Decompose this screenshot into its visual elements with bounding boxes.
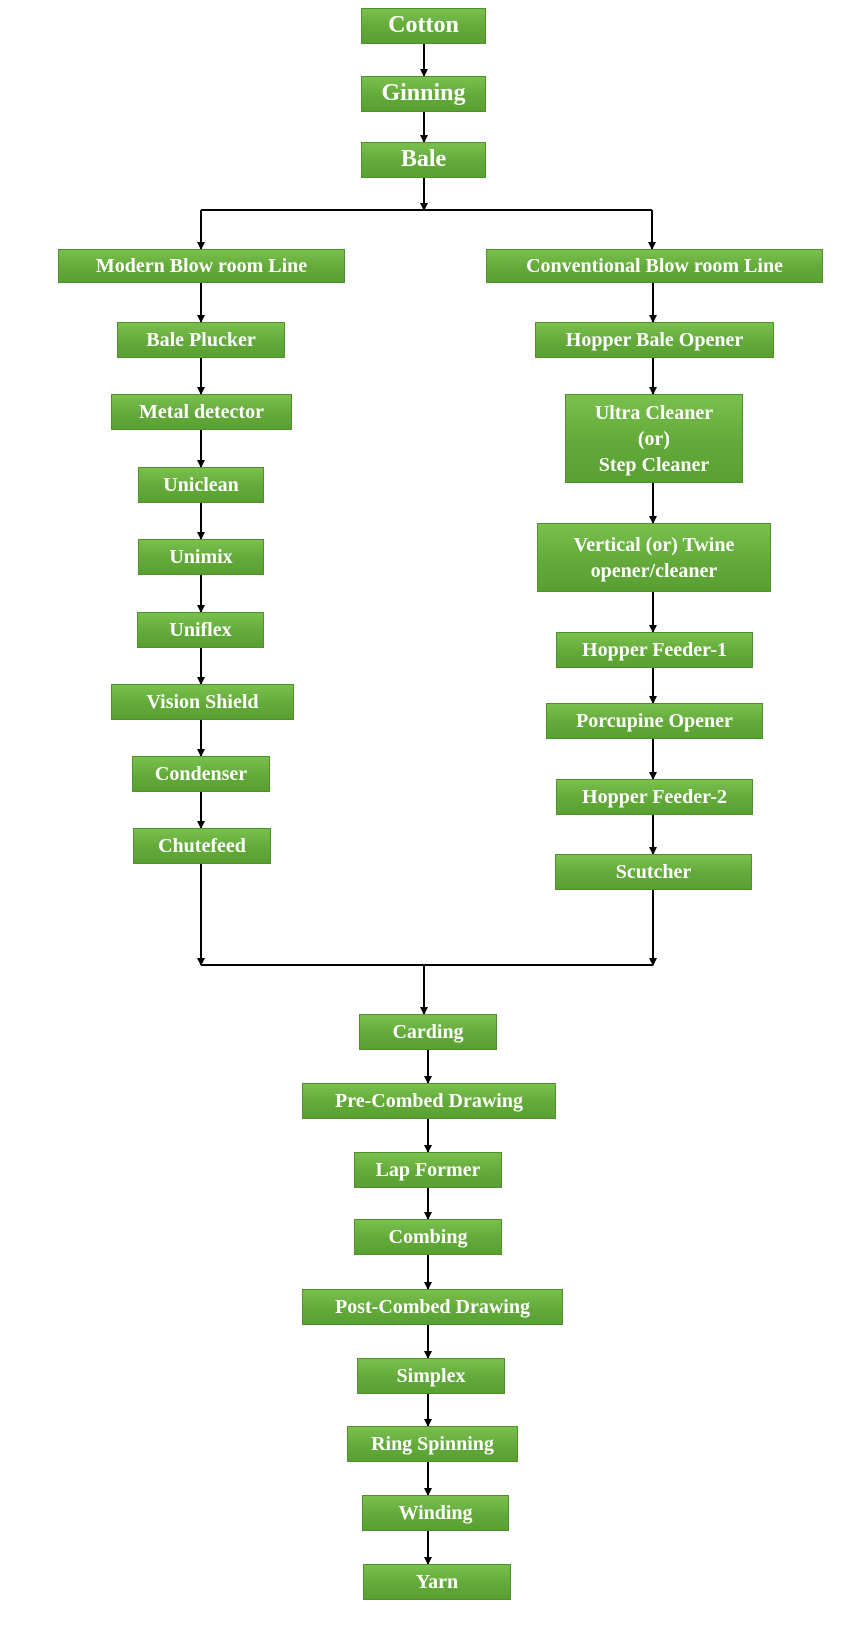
node-pre-combed-drawing: Pre-Combed Drawing	[302, 1083, 556, 1119]
node-bale-plucker: Bale Plucker	[117, 322, 285, 358]
node-uniflex: Uniflex	[137, 612, 264, 648]
node-carding: Carding	[359, 1014, 497, 1050]
node-condenser: Condenser	[132, 756, 270, 792]
node-vertical-or-twine-opener-cleaner: Vertical (or) Twine opener/cleaner	[537, 523, 771, 592]
node-ultra-or-step-cleaner: Ultra Cleaner (or) Step Cleaner	[565, 394, 743, 483]
node-vision-shield: Vision Shield	[111, 684, 294, 720]
node-hopper-bale-opener: Hopper Bale Opener	[535, 322, 774, 358]
node-metal-detector: Metal detector	[111, 394, 292, 430]
node-bale: Bale	[361, 142, 486, 178]
node-ring-spinning: Ring Spinning	[347, 1426, 518, 1462]
node-unimix: Unimix	[138, 539, 264, 575]
node-porcupine-opener: Porcupine Opener	[546, 703, 763, 739]
node-hopper-feeder-1: Hopper Feeder-1	[556, 632, 753, 668]
node-winding: Winding	[362, 1495, 509, 1531]
node-uniclean: Uniclean	[138, 467, 264, 503]
node-simplex: Simplex	[357, 1358, 505, 1394]
node-scutcher: Scutcher	[555, 854, 752, 890]
node-yarn: Yarn	[363, 1564, 511, 1600]
node-hopper-feeder-2: Hopper Feeder-2	[556, 779, 753, 815]
node-post-combed-drawing: Post-Combed Drawing	[302, 1289, 563, 1325]
node-ginning: Ginning	[361, 76, 486, 112]
node-chutefeed: Chutefeed	[133, 828, 271, 864]
node-modern-blow-room-line: Modern Blow room Line	[58, 249, 345, 283]
node-lap-former: Lap Former	[354, 1152, 502, 1188]
node-conventional-blow-room-line: Conventional Blow room Line	[486, 249, 823, 283]
node-cotton: Cotton	[361, 8, 486, 44]
node-combing: Combing	[354, 1219, 502, 1255]
